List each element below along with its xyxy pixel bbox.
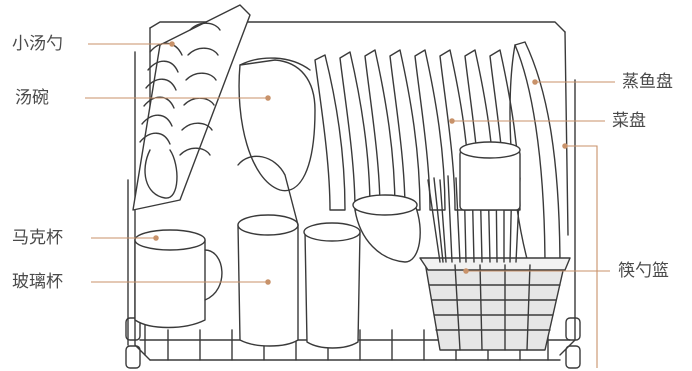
- mug: [135, 230, 222, 328]
- label-cutlery-basket: 筷勺篮: [618, 261, 669, 281]
- label-steam-fish-plate: 蒸鱼盘: [622, 72, 673, 92]
- leader-rack-bracket: [565, 146, 597, 368]
- soup-bowl: [239, 58, 315, 191]
- label-dish-plate: 菜盘: [612, 111, 646, 131]
- label-small-spoon: 小汤勺: [12, 34, 63, 54]
- small-bowl: [353, 195, 420, 262]
- label-glass: 玻璃杯: [12, 272, 63, 292]
- label-mug: 马克杯: [12, 228, 63, 248]
- label-soup-bowl: 汤碗: [15, 88, 49, 108]
